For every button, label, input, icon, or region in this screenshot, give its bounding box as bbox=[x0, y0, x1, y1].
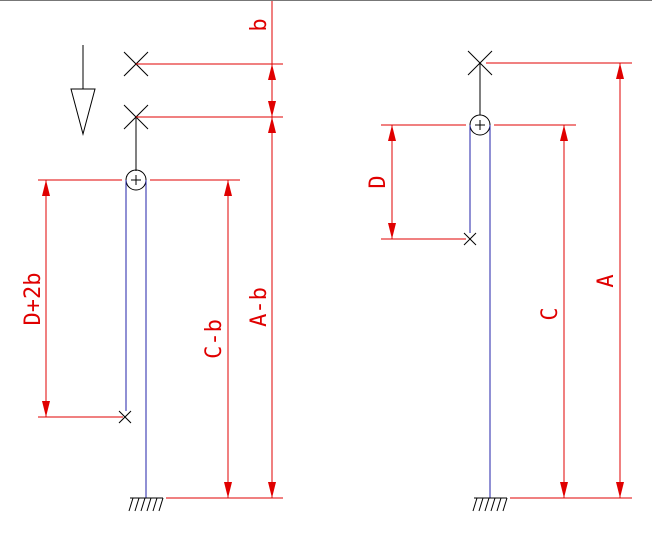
dimension-label-c-minus-b: C-b bbox=[202, 319, 227, 359]
dimension-d-plus-2b: D+2b bbox=[21, 180, 50, 417]
rope bbox=[469, 125, 491, 498]
dimension-label-a: A bbox=[594, 274, 619, 287]
pulley-icon bbox=[469, 114, 491, 136]
dimension-label-d: D bbox=[366, 175, 391, 188]
dimension-b: b bbox=[247, 1, 276, 117]
extension-lines bbox=[38, 63, 283, 499]
cross-marker-icon bbox=[463, 232, 477, 246]
rope bbox=[125, 180, 147, 498]
extension-lines bbox=[381, 62, 632, 499]
ground-hatch-icon bbox=[472, 497, 508, 512]
left-figure: b A-b C-b D+2b bbox=[21, 1, 283, 512]
dimension-d: D bbox=[366, 125, 396, 239]
dimension-c-minus-b: C-b bbox=[202, 180, 232, 498]
down-arrow-icon bbox=[70, 45, 96, 136]
dimension-label-d-plus-2b: D+2b bbox=[21, 273, 46, 326]
dimension-label-a-minus-b: A-b bbox=[247, 287, 272, 327]
right-figure: A C D bbox=[366, 50, 632, 512]
dimension-label-c: C bbox=[538, 307, 563, 320]
cross-marker-icon bbox=[118, 410, 132, 424]
dimension-c: C bbox=[538, 125, 568, 498]
dimension-a-minus-b: A-b bbox=[247, 117, 276, 498]
ground-hatch-icon bbox=[128, 497, 164, 512]
dimension-a: A bbox=[594, 63, 624, 498]
dimension-label-b: b bbox=[247, 18, 272, 31]
pulley-icon bbox=[125, 169, 147, 191]
